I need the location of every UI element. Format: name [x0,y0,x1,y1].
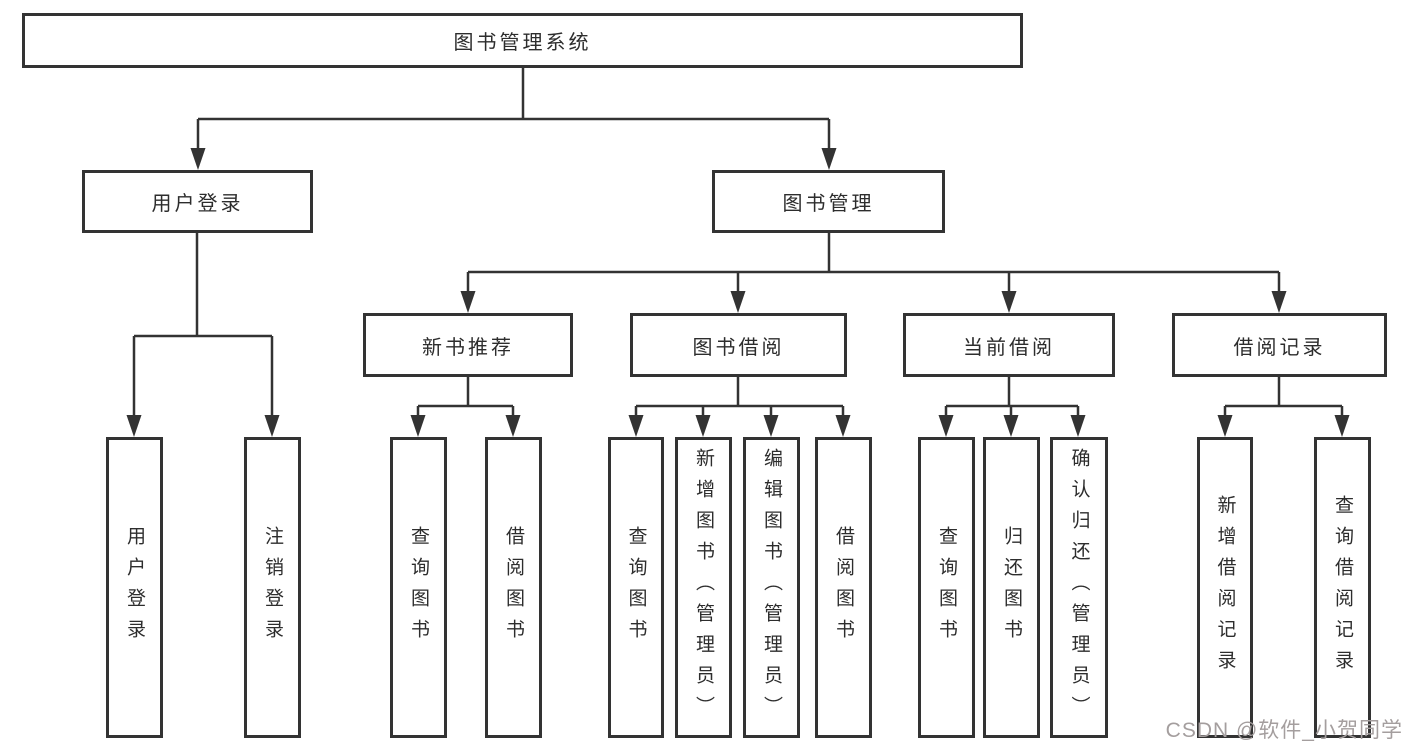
node-current-query-books: 查询图书 [918,437,975,738]
node-records-add-record: 新增借阅记录 [1197,437,1253,738]
node-current-borrowing: 当前借阅 [903,313,1115,377]
node-borrow-query-books: 查询图书 [608,437,664,738]
node-records-query-record: 查询借阅记录 [1314,437,1371,738]
node-new-book-recommendation: 新书推荐 [363,313,573,377]
node-book-borrowing: 图书借阅 [630,313,847,377]
connector-strokes [132,68,1344,417]
node-newbook-borrow-books: 借阅图书 [485,437,542,738]
node-logout-leaf: 注销登录 [244,437,301,738]
node-borrow-add-books-admin: 新增图书（管理员） [675,437,732,738]
node-borrow-borrow-books: 借阅图书 [815,437,872,738]
connector-arrowheads [126,148,1350,437]
node-book-management: 图书管理 [712,170,945,233]
node-user-login-leaf: 用户登录 [106,437,163,738]
node-borrow-edit-books-admin: 编辑图书（管理员） [743,437,800,738]
node-current-return-books: 归还图书 [983,437,1040,738]
node-borrowing-records: 借阅记录 [1172,313,1387,377]
csdn-watermark: CSDN @软件_小贺同学 [1165,719,1403,742]
node-newbook-query-books: 查询图书 [390,437,447,738]
node-library-management-system: 图书管理系统 [22,13,1023,68]
node-current-confirm-return-admin: 确认归还（管理员） [1050,437,1108,738]
node-user-login: 用户登录 [82,170,313,233]
